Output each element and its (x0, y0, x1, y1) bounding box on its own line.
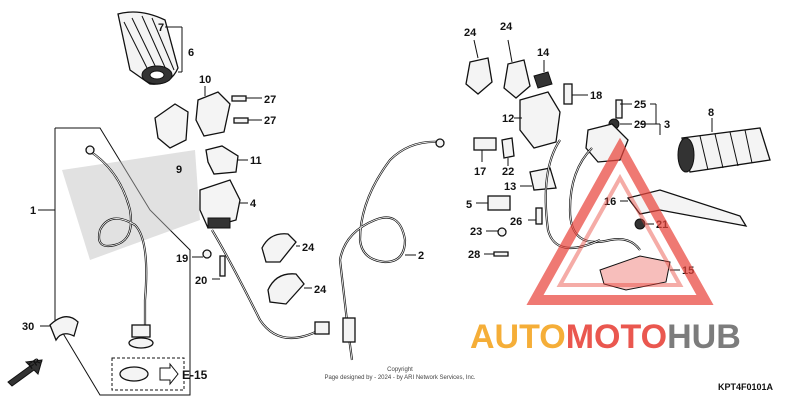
callout-22: 22 (502, 166, 514, 178)
callout-12: 12 (502, 113, 514, 125)
callout-3: 3 (664, 119, 670, 131)
callout-9: 9 (176, 164, 182, 176)
callout-27b: 27 (264, 115, 276, 127)
callout-24c: 24 (464, 27, 477, 39)
left-assembly (7, 11, 312, 396)
grommet-30 (49, 316, 79, 342)
band-24-right-b (503, 59, 531, 99)
nut-21 (634, 218, 646, 230)
bolt-26 (535, 207, 543, 225)
band-24-left-lower (267, 273, 305, 305)
bolt-19 (192, 249, 212, 259)
callout-26: 26 (510, 216, 522, 228)
callout-14: 14 (537, 47, 550, 59)
diagram-code: KPT4F0101A (718, 382, 774, 392)
housing-12 (519, 91, 561, 149)
fr-arrow (7, 359, 43, 387)
watermark-triangle (526, 137, 714, 305)
callout-labels: 7 6 10 27 27 9 11 4 1 19 20 24 24 30 2 2… (22, 21, 714, 333)
callout-28: 28 (468, 249, 480, 261)
screw-27-top (231, 95, 262, 102)
callout-29: 29 (634, 119, 646, 131)
callout-25: 25 (634, 99, 646, 111)
connector-17 (473, 137, 497, 151)
band-24-right-a (465, 57, 493, 95)
nut-23 (497, 227, 507, 237)
callout-11: 11 (250, 155, 262, 167)
callout-17: 17 (474, 166, 486, 178)
cover-13 (529, 167, 557, 191)
dotted-shading (62, 150, 200, 260)
switch-housing-10 (195, 91, 231, 137)
callout-20: 20 (195, 275, 207, 287)
callout-27a: 27 (264, 94, 276, 106)
watermark: AUTOMOTOHUB (470, 137, 741, 356)
ref-label: E-15 (182, 368, 208, 382)
callout-1: 1 (30, 205, 36, 217)
bolt-20 (212, 255, 226, 280)
watermark-moto: MOTO (566, 318, 667, 356)
callout-13: 13 (504, 181, 516, 193)
switch-4 (199, 179, 248, 229)
callout-24a: 24 (302, 242, 315, 254)
watermark-text: AUTOMOTOHUB (470, 318, 741, 356)
copyright-line-1: Copyright (387, 367, 413, 373)
callout-19: 19 (176, 253, 188, 265)
callout-30: 30 (22, 321, 34, 333)
screw-25 (615, 99, 623, 119)
copyright-line-2: Page designed by - 2024 - by ARI Network… (324, 375, 475, 381)
callout-5: 5 (466, 199, 472, 211)
watermark-hub: HUB (667, 318, 741, 356)
pin-28 (493, 251, 509, 257)
cap-14 (533, 71, 553, 89)
watermark-auto: AUTO (470, 318, 566, 356)
callout-18: 18 (590, 90, 602, 102)
callout-24b: 24 (314, 284, 327, 296)
cable-adjuster (128, 324, 154, 349)
lever-16 (626, 189, 748, 227)
callout-2: 2 (418, 250, 424, 262)
callout-24d: 24 (500, 21, 513, 33)
callout-8: 8 (708, 107, 714, 119)
right-assembly (465, 39, 771, 291)
switch-5 (487, 195, 511, 211)
screw-27-bottom (233, 117, 262, 124)
grip-left (117, 11, 179, 85)
callout-23: 23 (470, 226, 482, 238)
band-24-left-upper (261, 233, 297, 263)
callout-7: 7 (158, 22, 164, 34)
grip-right-8 (677, 127, 771, 173)
callout-6: 6 (188, 47, 194, 59)
lever-cover-15 (599, 255, 671, 291)
callout-4: 4 (250, 198, 257, 210)
center-cable-2 (211, 138, 445, 361)
switch-housing-9 (154, 103, 189, 149)
ref-box (111, 357, 185, 391)
screw-18 (563, 83, 573, 105)
callout-10: 10 (199, 74, 211, 86)
callout-16: 16 (604, 196, 616, 208)
ref-arrow (159, 362, 179, 386)
spacer-22 (501, 137, 515, 159)
bracket-11 (205, 145, 239, 175)
